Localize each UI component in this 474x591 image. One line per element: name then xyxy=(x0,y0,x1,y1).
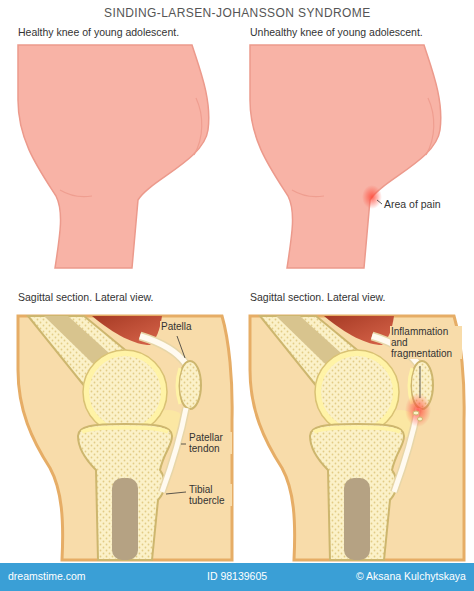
healthy-leg xyxy=(18,45,209,268)
bone-fragment xyxy=(413,411,419,415)
symptom-label: Area of pain xyxy=(384,199,441,211)
watermark-logo: dreamstime.com xyxy=(8,571,86,583)
leader-line xyxy=(177,336,185,358)
bone-fragment xyxy=(418,417,423,421)
pain-area xyxy=(362,185,382,209)
watermark-bar xyxy=(0,563,474,591)
panel-caption: Healthy knee of young adolescent. xyxy=(18,27,179,39)
leader-line xyxy=(377,200,382,204)
part-label: Patellar tendon xyxy=(188,432,232,454)
watermark-credit: © Aksana Kulchytskaya xyxy=(356,571,466,583)
watermark-id: ID 98139605 xyxy=(207,571,267,583)
part-label: Tibial tubercle xyxy=(188,484,232,506)
unhealthy-section xyxy=(250,316,464,560)
leader-line xyxy=(166,492,186,494)
view-caption: Sagittal section. Lateral view. xyxy=(18,292,153,304)
part-label: Patella xyxy=(160,321,193,332)
leader-line xyxy=(420,366,421,398)
healthy-section xyxy=(18,316,232,560)
leader-line xyxy=(181,444,186,445)
unhealthy-leg xyxy=(250,45,441,268)
inflammation-area xyxy=(405,393,431,427)
panel-caption: Unhealthy knee of young adolescent. xyxy=(250,27,423,39)
pathology-label: Inflammation and fragmentation xyxy=(390,326,462,359)
view-caption: Sagittal section. Lateral view. xyxy=(250,292,385,304)
diagram-title: SINDING-LARSEN-JOHANSSON SYNDROME xyxy=(104,7,371,20)
